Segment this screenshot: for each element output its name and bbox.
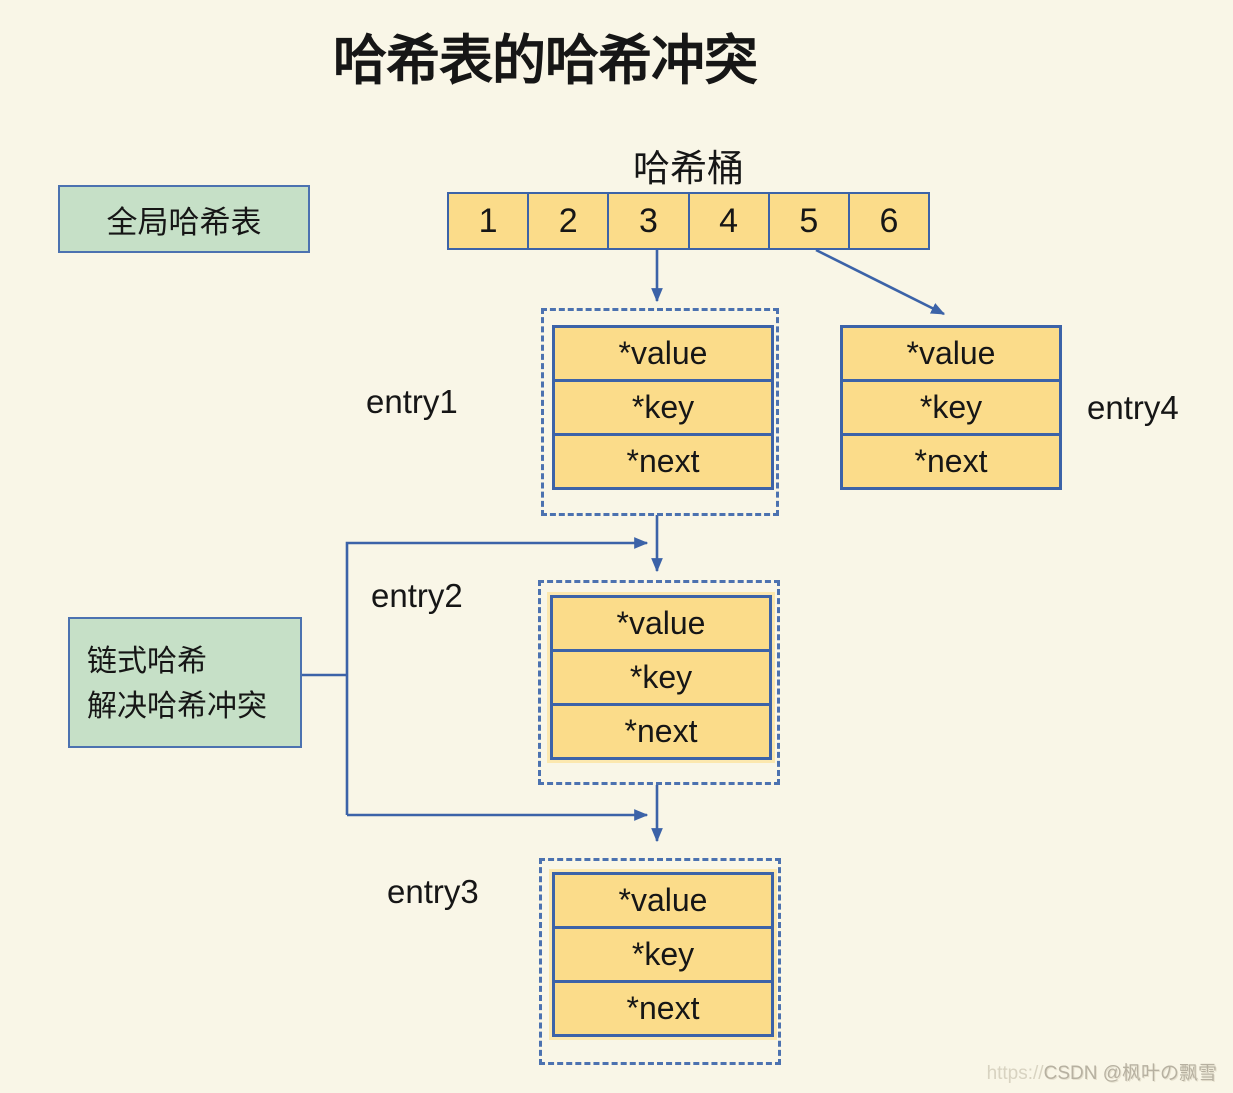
entry3-label: entry3 xyxy=(387,873,479,910)
watermark-url-prefix: https:// xyxy=(986,1063,1044,1084)
bucket-cell-1: 1 xyxy=(478,201,498,240)
entry1-record: *value *key *next xyxy=(552,325,774,490)
entry1-key-cell: *key xyxy=(552,379,774,436)
chained-hash-line2: 解决哈希冲突 xyxy=(87,690,267,723)
page-title: 哈希表的哈希冲突 xyxy=(333,31,758,91)
entry4-next-cell: *next xyxy=(840,433,1062,490)
entry2-value-cell: *value xyxy=(550,595,772,652)
hash-bucket-array: 1 2 3 4 5 6 xyxy=(447,192,930,250)
arrow-bucket5-to-entry4 xyxy=(815,248,946,316)
bucket-cell-5: 5 xyxy=(767,194,848,248)
entry3-dashed-box: *value *key *next xyxy=(539,858,781,1065)
global-hash-table-box: 全局哈希表 xyxy=(58,185,310,253)
entry2-label: entry2 xyxy=(371,577,463,614)
entry4-key-cell: *key xyxy=(840,379,1062,436)
entry1-dashed-box: *value *key *next xyxy=(541,308,779,516)
entry1-value-cell: *value xyxy=(552,325,774,382)
hash-bucket-label: 哈希桶 xyxy=(633,148,744,189)
chained-hash-line1: 链式哈希 xyxy=(87,645,207,678)
entry3-key-cell: *key xyxy=(552,926,774,983)
entry3-record: *value *key *next xyxy=(549,869,777,1040)
chained-hash-box: 链式哈希 解决哈希冲突 xyxy=(68,617,302,748)
entry3-value-cell: *value xyxy=(552,872,774,929)
entry1-label: entry1 xyxy=(366,383,458,420)
entry2-dashed-box: *value *key *next xyxy=(538,580,780,785)
bucket-cell-4: 4 xyxy=(687,194,768,248)
entry2-key-cell: *key xyxy=(550,649,772,706)
bucket-cell-3: 3 xyxy=(607,194,687,248)
entry3-next-cell: *next xyxy=(552,980,774,1037)
entry4-label: entry4 xyxy=(1087,389,1179,426)
entry1-next-cell: *next xyxy=(552,433,774,490)
entry2-record: *value *key *next xyxy=(547,592,775,763)
csdn-watermark: https://CSDN @枫叶の飘雪 xyxy=(987,1058,1217,1085)
global-hash-table-text: 全局哈希表 xyxy=(106,204,262,240)
watermark-author: CSDN @枫叶の飘雪 xyxy=(1043,1063,1217,1084)
bucket-cell-2: 2 xyxy=(527,194,607,248)
entry4-record: *value *key *next xyxy=(840,325,1062,490)
bucket-cell-6: 6 xyxy=(847,194,928,248)
entry2-next-cell: *next xyxy=(550,703,772,760)
entry4-value-cell: *value xyxy=(840,325,1062,382)
